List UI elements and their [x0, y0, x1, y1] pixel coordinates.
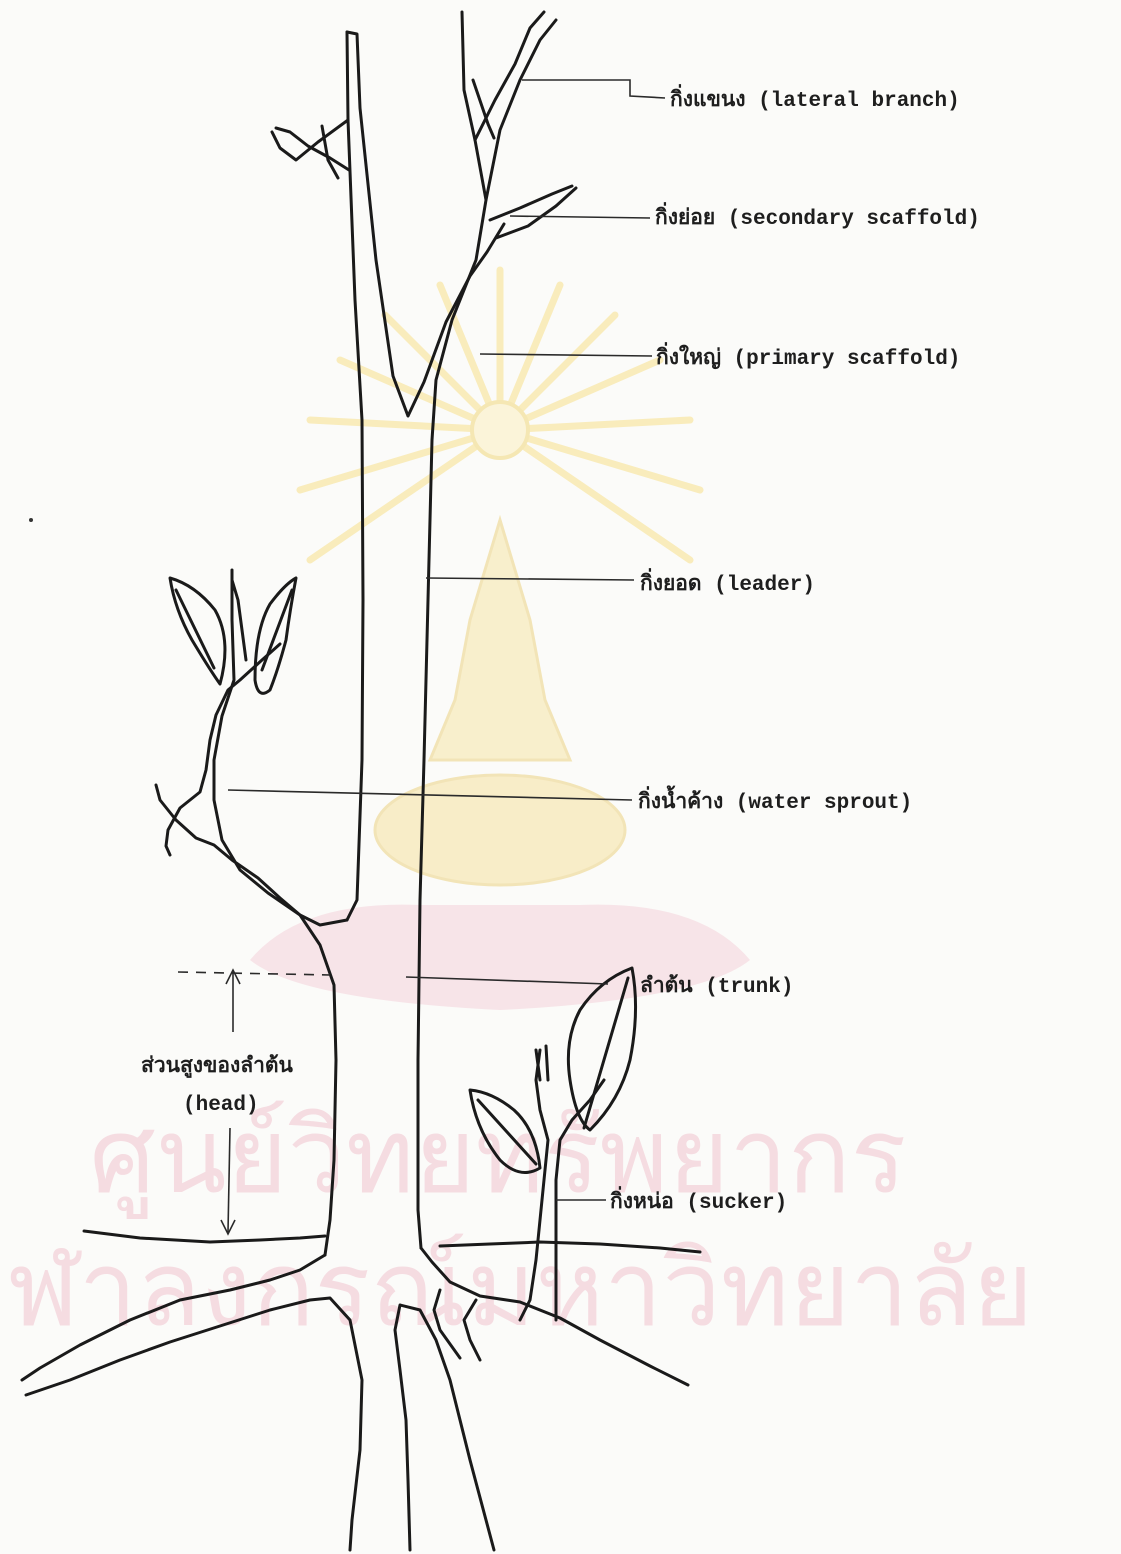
secondary-scaffold — [490, 186, 576, 238]
left-top-branch — [272, 120, 349, 170]
label-leader: กิ่งยอด (leader) — [640, 567, 815, 597]
labels: กิ่งแขนง (lateral branch) กิ่งย่อย (seco… — [141, 83, 980, 1215]
emblem-pagoda-icon — [430, 520, 570, 760]
leader-line-lateral-branch — [522, 80, 665, 98]
label-primary-scaffold: กิ่งใหญ่ (primary scaffold) — [656, 341, 961, 371]
label-secondary-scaffold: กิ่งย่อย (secondary scaffold) — [655, 201, 980, 231]
label-head-english: (head) — [183, 1094, 259, 1117]
lateral-branch-upper — [475, 12, 556, 200]
emblem-sun-icon — [472, 402, 528, 458]
label-trunk: ลำต้น (trunk) — [640, 973, 793, 999]
stray-dot — [29, 518, 33, 522]
label-lateral-branch: กิ่งแขนง (lateral branch) — [670, 83, 960, 113]
leader-line-secondary-scaffold — [510, 216, 650, 218]
leader-line-leader — [426, 578, 634, 580]
leader-line-primary-scaffold — [480, 354, 652, 356]
label-water-sprout: กิ่งน้ำค้าง (water sprout) — [638, 785, 913, 815]
emblem-base-icon — [375, 775, 625, 885]
university-emblem-watermark — [250, 270, 750, 1010]
watermark-line-2: จุฬาลงกรณ์มหาวิทยาลัย — [0, 1228, 1033, 1353]
label-head-thai: ส่วนสูงของลำต้น — [141, 1053, 294, 1079]
